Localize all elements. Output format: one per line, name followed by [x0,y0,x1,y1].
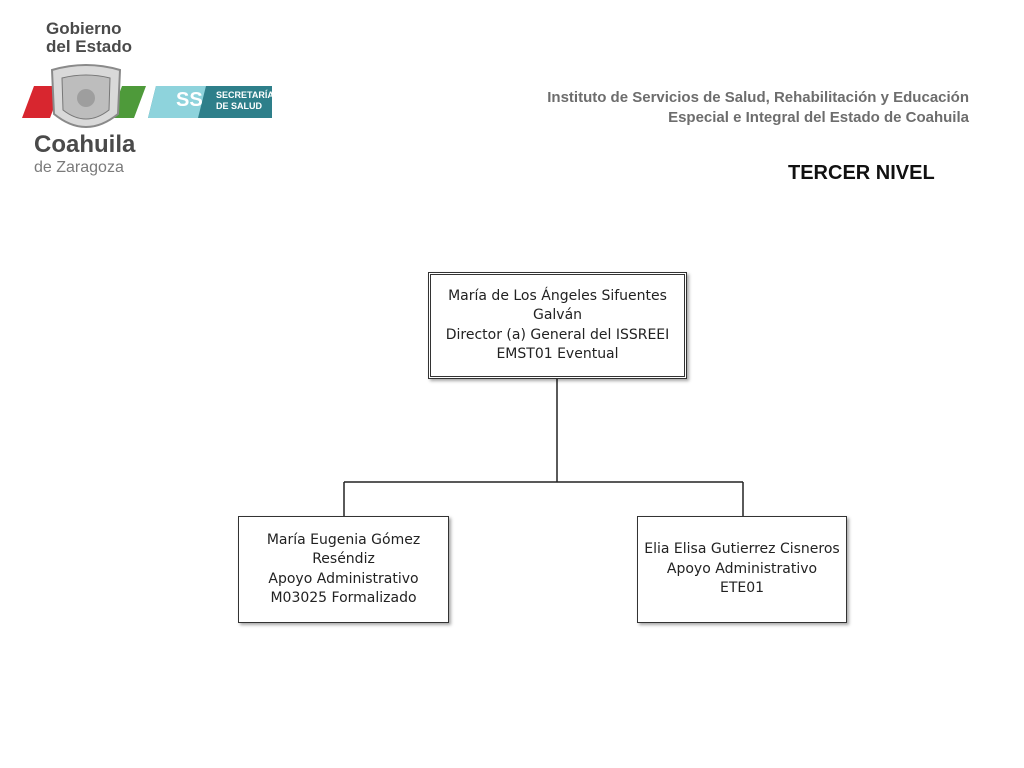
gobierno-line-2: del Estado [46,37,132,56]
ss-badge: SS [176,89,203,111]
gobierno-line-1: Gobierno [46,19,122,38]
state-name: Coahuila [34,131,136,158]
org-node-apoyo-2: Elia Elisa Gutierrez Cisneros Apoyo Admi… [637,516,847,623]
level-title: TERCER NIVEL [788,162,935,184]
logo-graphic [22,64,272,128]
node-line: María de Los Ángeles Sifuentes [448,287,667,304]
secretaria-line-1: SECRETARÍA [216,90,274,100]
node-line: ETE01 [719,580,765,597]
node-line: Apoyo Administrativo [666,560,818,577]
org-node-director: María de Los Ángeles Sifuentes Galván Di… [428,272,687,379]
node-line: Director (a) General del ISSREEI [445,326,670,343]
state-subtitle: de Zaragoza [34,159,124,176]
institute-line-1: Instituto de Servicios de Salud, Rehabil… [547,89,969,106]
node-line: Elia Elisa Gutierrez Cisneros [644,541,840,558]
node-line: Reséndiz [312,551,375,567]
institute-heading: Instituto de Servicios de Salud, Rehabil… [409,88,969,128]
node-line: M03025 Formalizado [270,590,417,606]
node-line: EMST01 Eventual [496,346,619,362]
secretaria-line-2: DE SALUD [216,101,263,111]
gobierno-coahuila-logo: Gobierno del Estado SS SECRETARÍA DE SAL… [14,14,284,184]
node-line: Galván [532,307,583,323]
institute-line-2: Especial e Integral del Estado de Coahui… [668,109,969,126]
node-line: Apoyo Administrativo [268,570,419,587]
org-node-apoyo-1: María Eugenia Gómez Reséndiz Apoyo Admin… [238,516,449,623]
node-line: María Eugenia Gómez [266,531,421,548]
